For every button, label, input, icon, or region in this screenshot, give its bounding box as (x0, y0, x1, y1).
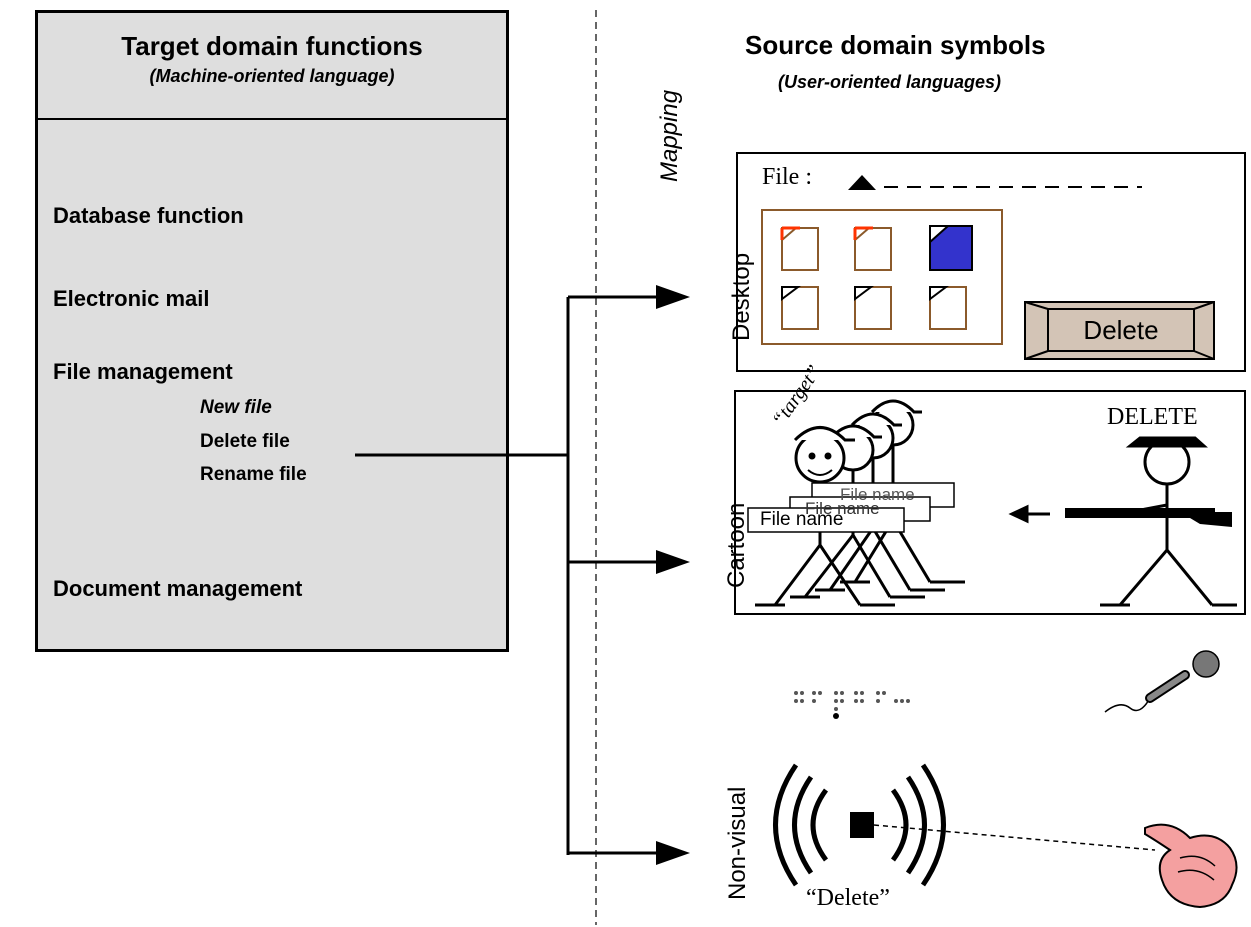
function-file-management: File management (53, 359, 233, 384)
braille-icon (794, 691, 910, 719)
delete-button-shape (1024, 301, 1215, 360)
cartoon-delete-label: DELETE (1107, 404, 1198, 430)
target-panel-header: Target domain functions (Machine-oriente… (38, 13, 506, 120)
desktop-label: Desktop (728, 252, 755, 341)
document-icon (929, 286, 967, 330)
source-panel-subtitle: (User-oriented languages) (778, 72, 1002, 92)
subfunction-delete-file: Delete file (200, 431, 290, 452)
microphone-icon (1104, 650, 1220, 713)
function-document-management: Document management (53, 576, 303, 601)
file-name-tag-front: File name (760, 509, 844, 530)
function-database: Database function (53, 203, 244, 228)
file-name-tags (747, 482, 955, 533)
document-icon-selected (929, 225, 973, 271)
document-icons (780, 225, 973, 330)
desktop-file-label: File : (762, 164, 813, 190)
bullet-arrow (1008, 504, 1050, 524)
document-icon (853, 226, 892, 271)
arrow-heads (656, 285, 690, 865)
triangle-pointer-icon (848, 175, 876, 190)
target-panel-title: Target domain functions (121, 31, 423, 61)
sound-source (850, 812, 874, 838)
document-icon (854, 286, 892, 330)
source-panel-title: Source domain symbols (745, 30, 1046, 60)
document-icon (781, 286, 819, 330)
target-panel-subtitle: (Machine-oriented language) (149, 66, 395, 86)
subfunction-new-file: New file (200, 397, 272, 418)
target-figures (755, 399, 965, 607)
file-name-tag-back: File name (840, 485, 915, 504)
subfunction-rename-file: Rename file (200, 464, 307, 485)
document-icon (780, 226, 819, 271)
sound-dashed-line (873, 824, 1156, 851)
sound-waves-icon (773, 763, 946, 887)
file-name-tag-middle: File name (805, 499, 880, 518)
cartoon-label: Cartoon (723, 502, 750, 588)
nonvisual-label: Non-visual (724, 786, 751, 900)
delete-button[interactable]: Delete (1083, 315, 1159, 345)
function-electronic-mail: Electronic mail (53, 286, 210, 311)
rifle-icon (1065, 508, 1232, 527)
spoken-delete-label: “Delete” (806, 885, 890, 911)
mapping-connector (355, 295, 665, 855)
target-domain-panel: Target domain functions (Machine-oriente… (35, 10, 509, 652)
pointing-hand-icon (1144, 823, 1238, 909)
